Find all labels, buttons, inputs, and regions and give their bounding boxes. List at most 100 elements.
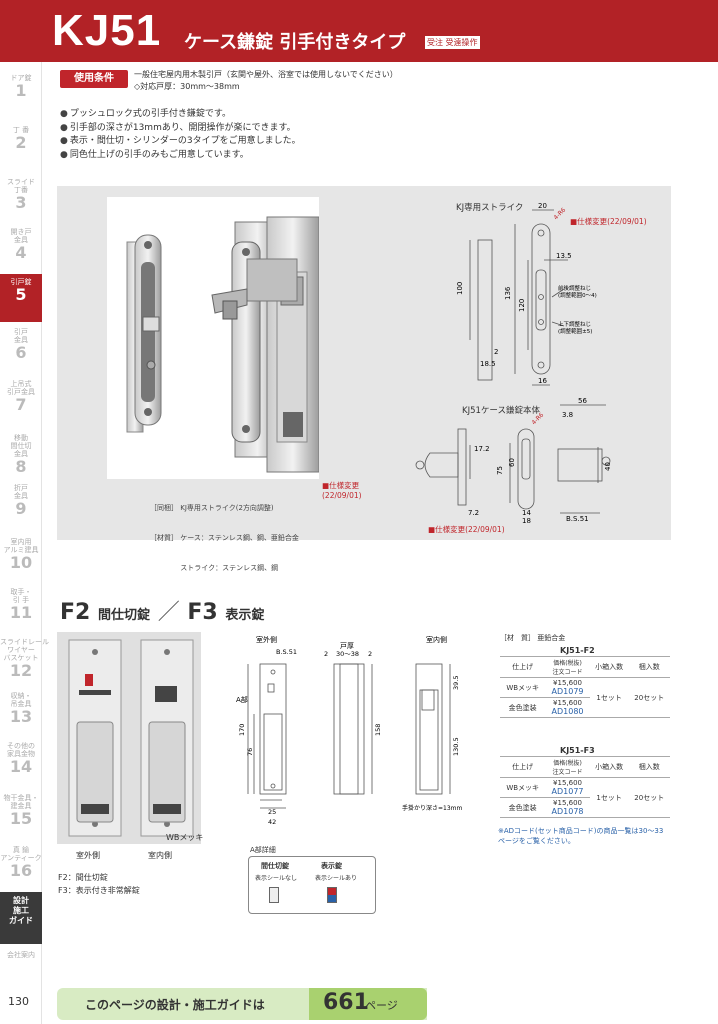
f2-dimension-drawing: 室外側 戸厚 室内側 B.S.51 2 30〜38 2 A部 170 76 15…	[236, 635, 463, 826]
variant-title: F2 間仕切錠 ／ F3 表示錠	[60, 594, 264, 626]
detail-col2: 表示錠	[321, 862, 342, 870]
feature-item: プッシュロック式の引手付き鎌錠です。	[60, 108, 301, 122]
sidebar-item-number: 12	[9, 661, 33, 680]
f3-caption: F3：表示付き非常解錠	[58, 886, 140, 895]
partition-indicator-icon	[269, 887, 279, 903]
body-drawing: 56 3.8 17.2 75 60 40 7.2 14 18 B.S.51 4-…	[415, 397, 612, 525]
sidebar-item-label: 収納・ 吊金具	[10, 692, 32, 708]
note-line: ［材質］ ケース：ステンレス鋼、鋼、亜鉛合金	[150, 534, 299, 542]
product-photo	[107, 197, 320, 479]
sidebar-item[interactable]: 設計 施工 ガイド	[0, 892, 42, 944]
table-pack: 20セット	[628, 777, 670, 818]
detail-col1: 間仕切錠	[261, 862, 289, 870]
pull-handle-illustration	[68, 639, 194, 837]
sidebar-item-number: 8	[15, 457, 27, 476]
conditions-text: 一般住宅屋内用木製引戸（玄関や屋外、浴室では使用しないでください） ◇対応戸厚：…	[134, 69, 398, 93]
detail-box: 間仕切錠 表示錠 表示シールなし 表示シールあり	[248, 856, 376, 914]
lock-illustration	[126, 216, 320, 473]
detail-title: A部詳細	[250, 846, 276, 854]
sidebar-item-number: 3	[15, 193, 27, 212]
strike-dim: 2	[494, 348, 498, 356]
sidebar-item-number: 16	[9, 861, 33, 880]
sidebar-item-label: スライド 丁番	[7, 178, 35, 194]
drawing-thickness-label: 戸厚	[340, 642, 354, 650]
variant-name-f3: 表示錠	[225, 608, 265, 623]
display-indicator-icon	[327, 887, 337, 903]
page-header: KJ51 ケース鎌錠 引手付きタイプ 受注 受遠操作	[0, 0, 718, 62]
sidebar-item-label: 会社案内	[7, 951, 35, 959]
f3-table-title: KJ51-F3	[560, 746, 595, 755]
body-title: KJ51ケース鎌錠本体	[462, 406, 540, 416]
sidebar-item-number: 7	[15, 395, 27, 414]
guide-banner[interactable]: このページの設計・施工ガイドは 661 ページ	[57, 988, 427, 1020]
inside-caption: 室内側	[148, 851, 172, 860]
strike-dim: 13.5	[556, 252, 572, 260]
note-line: ［同梱］ KJ専用ストライク(2方向調整)	[150, 504, 274, 512]
table-finish: 金色塗装	[500, 797, 546, 818]
table-header: 小箱入数	[589, 756, 629, 778]
guide-page-box[interactable]: 661 ページ	[309, 988, 427, 1020]
table-code: AD1079	[551, 687, 584, 696]
sidebar-item-number: 11	[9, 603, 33, 622]
drawing-dim: 158	[374, 724, 382, 736]
conditions-line: ◇対応戸厚：30mm〜38mm	[134, 82, 240, 91]
sidebar-item-number: 14	[9, 757, 33, 776]
feature-item: 同色仕上げの引手のみもご用意しています。	[60, 149, 301, 163]
body-dim: 18	[522, 517, 531, 525]
guide-text: このページの設計・施工ガイドは	[85, 998, 265, 1012]
sidebar-item-number: 2	[15, 133, 27, 152]
order-badge: 受注 受遠操作	[425, 36, 480, 49]
feature-item: 表示・間仕切・シリンダーの3タイプをご用意しました。	[60, 135, 301, 149]
sidebar-item-label: 丁 番	[12, 126, 30, 134]
table-finish: 金色塗装	[500, 697, 546, 718]
sidebar-item-label: 折戸 金具	[14, 484, 28, 500]
note-line: ストライク：ステンレス鋼、鋼	[150, 564, 279, 572]
feature-list: プッシュロック式の引手付き鎌錠です。 引手部の深さが13mmあり、開閉操作が楽に…	[60, 108, 301, 162]
table-code: AD1078	[551, 807, 584, 816]
conditions-line: 一般住宅屋内用木製引戸（玄関や屋外、浴室では使用しないでください）	[134, 70, 398, 79]
sidebar-item-label: 真 鍮 アンティーク	[0, 846, 42, 862]
guide-page-number: 661	[323, 990, 369, 1015]
drawing-bs: B.S.51	[276, 648, 297, 656]
sidebar-item-label: 設計 施工 ガイド	[9, 896, 33, 925]
product-subtitle: ケース鎌錠 引手付きタイプ	[184, 32, 406, 53]
sidebar-item-number: 15	[9, 809, 33, 828]
body-dim: B.S.51	[566, 515, 589, 523]
sidebar-item-number: 4	[15, 243, 27, 262]
variant-photo	[57, 632, 201, 844]
drawing-dim: 39.5	[452, 676, 460, 690]
drawing-dim: 76	[246, 748, 254, 756]
table-header: 仕上げ	[500, 756, 546, 778]
strike-adjust-note: 上下調整ねじ(調整範囲±5)	[558, 320, 592, 335]
strike-dim: 120	[518, 299, 526, 312]
sidebar-item-label: スライドレール ワイヤー バスケット	[0, 638, 49, 662]
table-code: AD1077	[551, 787, 584, 796]
sidebar-item-number: 13	[9, 707, 33, 726]
sidebar-item-label: 引戸 金具	[14, 328, 28, 344]
variant-code-f2: F2	[60, 600, 91, 625]
sidebar-item-number: 9	[15, 499, 27, 518]
sidebar-item[interactable]: 会社案内	[0, 947, 42, 967]
table-price: ¥15,600	[553, 699, 582, 707]
drawing-a-part: A部	[236, 695, 248, 704]
